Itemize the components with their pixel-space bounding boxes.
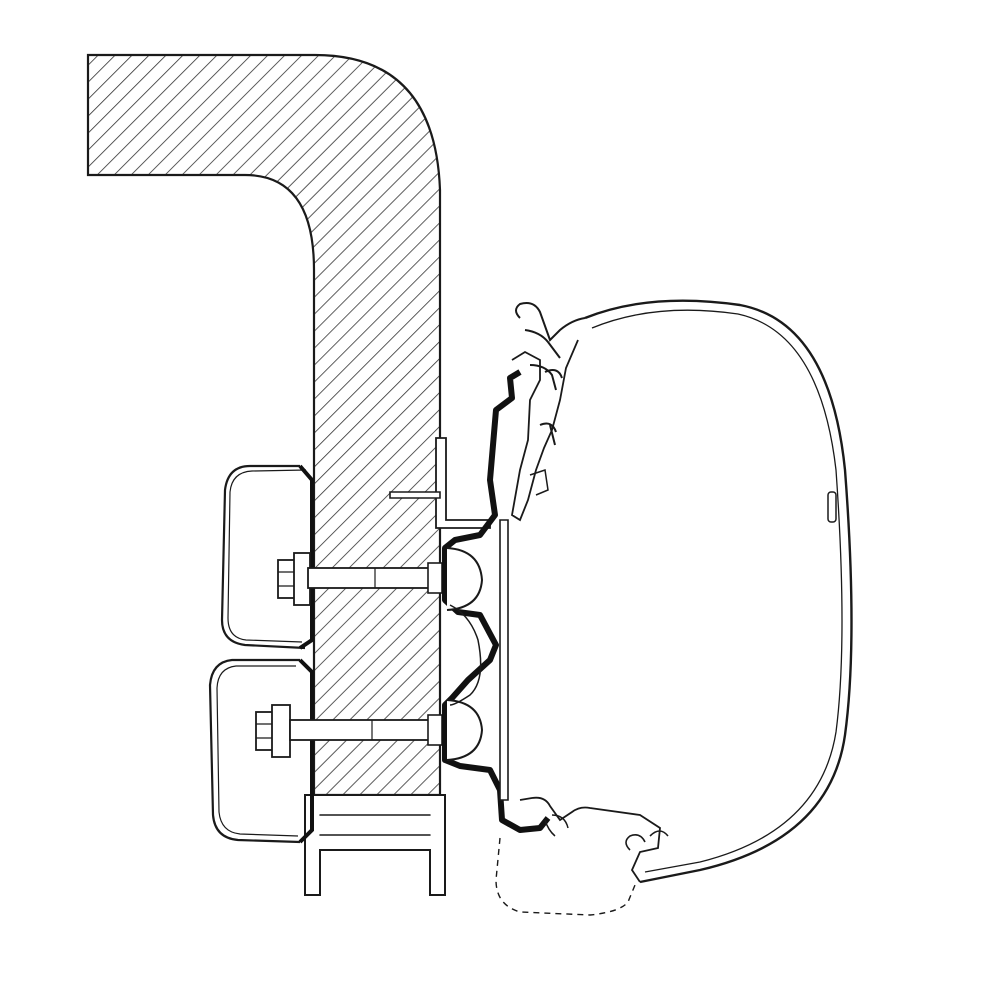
awning-cassette (495, 299, 853, 916)
adapter-plate (389, 369, 551, 833)
lower-bolt (255, 704, 459, 758)
upper-roof-bracket (220, 464, 314, 650)
lower-roof-bracket (208, 658, 314, 844)
